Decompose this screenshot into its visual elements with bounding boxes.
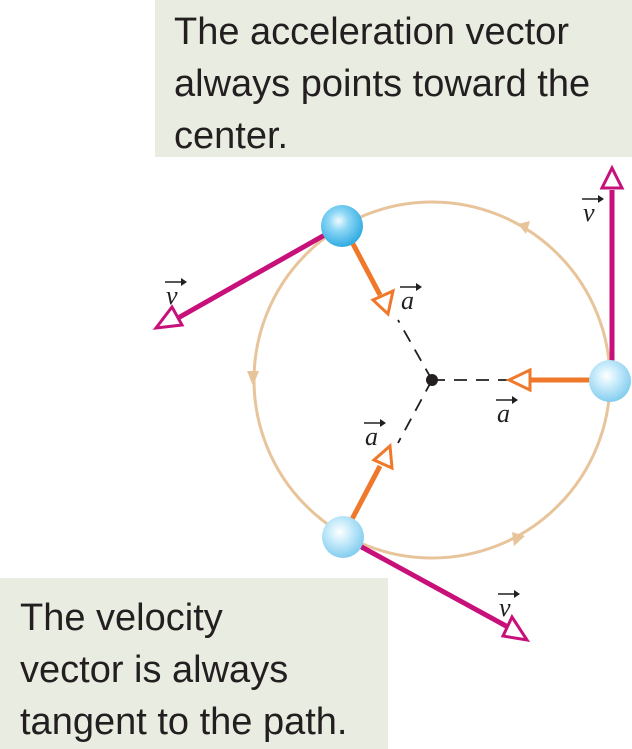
velocity-label-text: v — [583, 198, 595, 227]
particle-bottom — [322, 516, 364, 558]
particle-right — [589, 360, 631, 402]
velocity-callout-line-2: vector is always — [20, 649, 289, 691]
acceleration-label-text: a — [401, 286, 414, 315]
velocity-vector-top-left — [152, 229, 332, 330]
acceleration-vector-top — [349, 240, 396, 317]
velocity-label-text: v — [166, 281, 178, 310]
particle-top-left — [321, 205, 363, 247]
velocity-label-bottom-right: v — [498, 590, 520, 622]
acceleration-callout-line-2: always points toward the — [174, 63, 591, 105]
velocity-label-right: v — [582, 195, 604, 227]
velocity-label-top-left: v — [165, 278, 187, 310]
dashed-line-bottom — [397, 379, 433, 444]
velocity-vector-right — [599, 164, 625, 372]
velocity-callout-line-3: tangent to the path. — [20, 701, 348, 743]
path-direction-arrow-left — [247, 371, 259, 386]
path-direction-arrow-bottom — [512, 532, 525, 546]
acceleration-callout-line-1: The acceleration vector — [174, 11, 569, 53]
velocity-callout: The velocity vector is always tangent to… — [0, 578, 388, 749]
acceleration-label-right: a — [496, 396, 518, 428]
path-direction-arrow-top — [518, 221, 530, 234]
center-point — [426, 374, 438, 386]
acceleration-vector-bottom — [347, 442, 394, 525]
acceleration-label-text: a — [365, 422, 378, 451]
acceleration-label-top: a — [400, 283, 422, 315]
acceleration-label-bottom: a — [364, 419, 386, 451]
velocity-label-text: v — [499, 593, 511, 622]
velocity-vector-bottom-right — [356, 542, 531, 643]
acceleration-callout-line-3: center. — [174, 115, 289, 157]
acceleration-label-text: a — [497, 399, 510, 428]
velocity-callout-line-1: The velocity — [20, 597, 223, 639]
acceleration-callout: The acceleration vector always points to… — [155, 0, 632, 157]
dashed-line-top — [397, 319, 433, 381]
acceleration-vector-right — [505, 367, 592, 393]
